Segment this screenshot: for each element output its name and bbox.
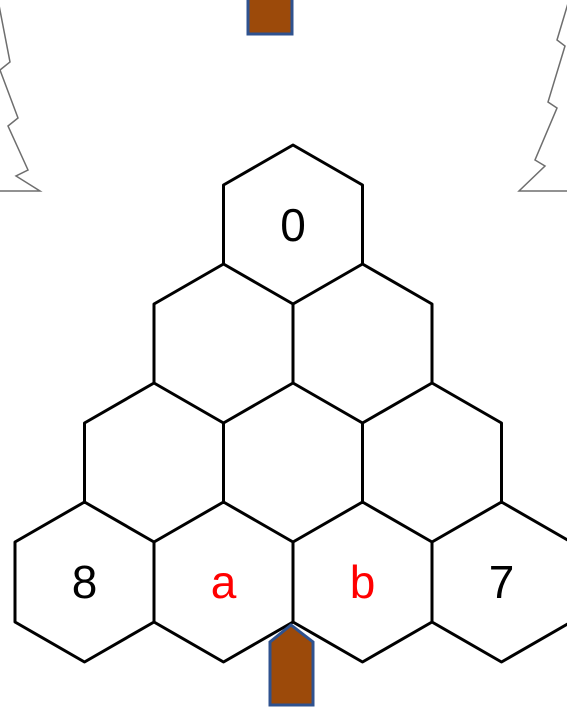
- bottom-trunk: [268, 623, 315, 707]
- hex-cell-label: a: [211, 556, 237, 608]
- hex-cell-label: 7: [489, 556, 515, 608]
- hex-cell: [430, 500, 567, 664]
- hex-cell-label: 8: [72, 556, 98, 608]
- top-trunk: [246, 0, 294, 36]
- left-pine-tree: [0, 6, 43, 192]
- right-pine-tree: [517, 4, 567, 192]
- hex-pyramid: 0 8 a b 7: [13, 143, 567, 664]
- hex-cell-label: 0: [280, 199, 306, 251]
- hex-cell-label: b: [350, 556, 376, 608]
